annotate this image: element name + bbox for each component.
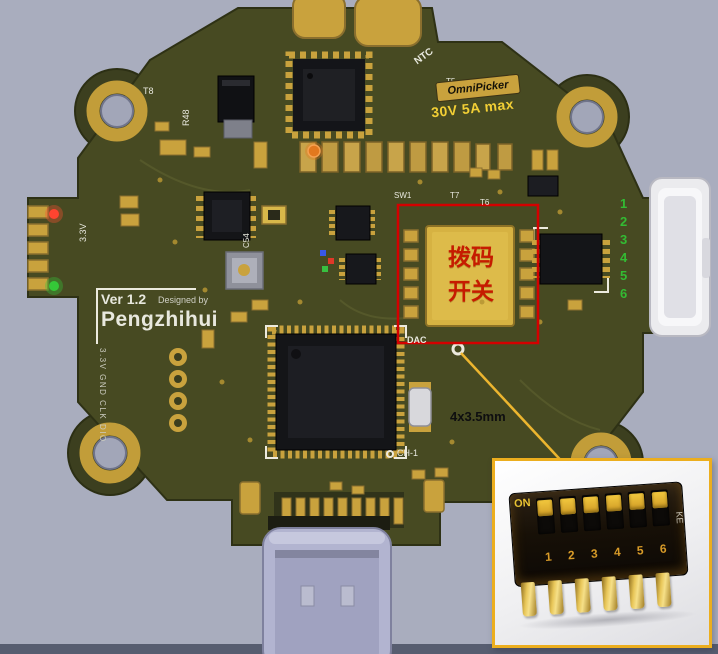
- power-capacitor: [217, 75, 255, 139]
- label-sw1: SW1: [394, 191, 412, 200]
- label-programming-pins: 3.3V GND CLK DIO: [98, 348, 107, 443]
- label-ch1: CH-1: [397, 448, 419, 458]
- label-t6: T6: [480, 198, 490, 207]
- dip-pin-1: [520, 581, 538, 617]
- left-edge-pads: [27, 205, 49, 291]
- usb-c-connector: [262, 516, 392, 654]
- status-leds: [320, 250, 334, 272]
- pin-number-6: 6: [620, 286, 628, 301]
- label-dac: DAC: [407, 335, 427, 345]
- pin-number-2: 2: [620, 214, 628, 229]
- driver-ic: [532, 233, 610, 285]
- label-t7: T7: [450, 191, 460, 200]
- label-c54: C54: [242, 233, 251, 248]
- top-antenna-pads: [292, 0, 422, 47]
- dimension-label: 4x3.5mm: [450, 409, 506, 424]
- vias: [157, 177, 563, 445]
- jst-connector: [649, 177, 711, 337]
- dip-pin-4: [601, 576, 618, 612]
- dip-slot-4: [604, 492, 625, 530]
- dip-slot-1: [535, 497, 556, 535]
- pin-number-3: 3: [620, 232, 628, 247]
- highlight-box: [396, 203, 540, 345]
- dip-on-label: ON: [513, 496, 532, 511]
- shielded-ic: [285, 51, 373, 139]
- dip-pin-3: [574, 578, 591, 613]
- dip-knob-3: [582, 496, 599, 514]
- crystal-oscillator: [408, 382, 432, 432]
- label-r48: R48: [181, 109, 191, 126]
- dip-knob-5: [628, 493, 645, 511]
- dip-knob-2: [559, 497, 576, 515]
- trim-potentiometer: [225, 251, 264, 290]
- label-t8: T8: [143, 86, 154, 96]
- green-led: [45, 277, 63, 295]
- red-led: [45, 205, 63, 223]
- pin-number-5: 5: [620, 268, 628, 283]
- dip-knob-1: [536, 499, 554, 517]
- passive-components: [119, 121, 583, 495]
- dip-number-1: 1: [544, 549, 553, 565]
- label-3v3: 3.3V: [78, 223, 88, 242]
- dip-number-3: 3: [590, 546, 599, 561]
- pin-number-4: 4: [620, 250, 628, 265]
- mcu-chip: [267, 325, 405, 459]
- dip-slot-3: [581, 494, 602, 532]
- designed-by-label: Designed by: [158, 295, 209, 305]
- dip-knob-4: [605, 494, 622, 512]
- author-label: Pengzhihui: [101, 308, 218, 331]
- dip-slot-6: [650, 489, 671, 527]
- inductor: [261, 205, 287, 225]
- silkscreen-marks: [265, 227, 609, 459]
- dip-number-row: 1 2 3 4 5 6: [539, 541, 678, 565]
- capacitor-bank: [299, 141, 513, 173]
- dip-switch-body: [425, 225, 515, 327]
- dip-pin-2: [547, 579, 564, 615]
- dip-switch-label-line1: 拨码: [448, 244, 494, 270]
- dip-slot-5: [627, 490, 648, 529]
- regulator-ic: [196, 191, 256, 241]
- dip-switch-inset-photo: ON KE 1 2 3 4 5 6: [492, 458, 712, 648]
- dip-number-5: 5: [636, 543, 645, 558]
- small-ic-1: [329, 205, 375, 241]
- brand-badge-text: OmniPicker: [446, 78, 510, 98]
- small-dark-ic: [527, 175, 559, 197]
- dip-side-marking: KE: [674, 511, 685, 524]
- dip-knob-6: [651, 491, 668, 509]
- small-ic-2: [339, 253, 381, 285]
- dip-switch-photo-group: ON KE 1 2 3 4 5 6: [503, 467, 702, 646]
- dip-slot-2: [558, 495, 579, 533]
- dip-pin-5: [628, 574, 645, 610]
- orange-led: [305, 142, 323, 160]
- dip-switch-pads: [403, 229, 535, 319]
- programming-through-holes: [169, 348, 187, 432]
- dip-switch-label-line2: 开关: [448, 278, 494, 304]
- dip-number-4: 4: [613, 544, 622, 560]
- callout-line: [460, 352, 569, 469]
- version-label: Ver 1.2: [101, 291, 147, 307]
- dip-switch-photo-body: ON KE 1 2 3 4 5 6: [508, 481, 689, 588]
- version-bracket-line: [96, 288, 196, 344]
- dip-number-6: 6: [659, 541, 667, 557]
- pin-number-1: 1: [620, 196, 628, 211]
- dip-number-2: 2: [567, 547, 576, 563]
- dip-pin-6: [655, 572, 672, 608]
